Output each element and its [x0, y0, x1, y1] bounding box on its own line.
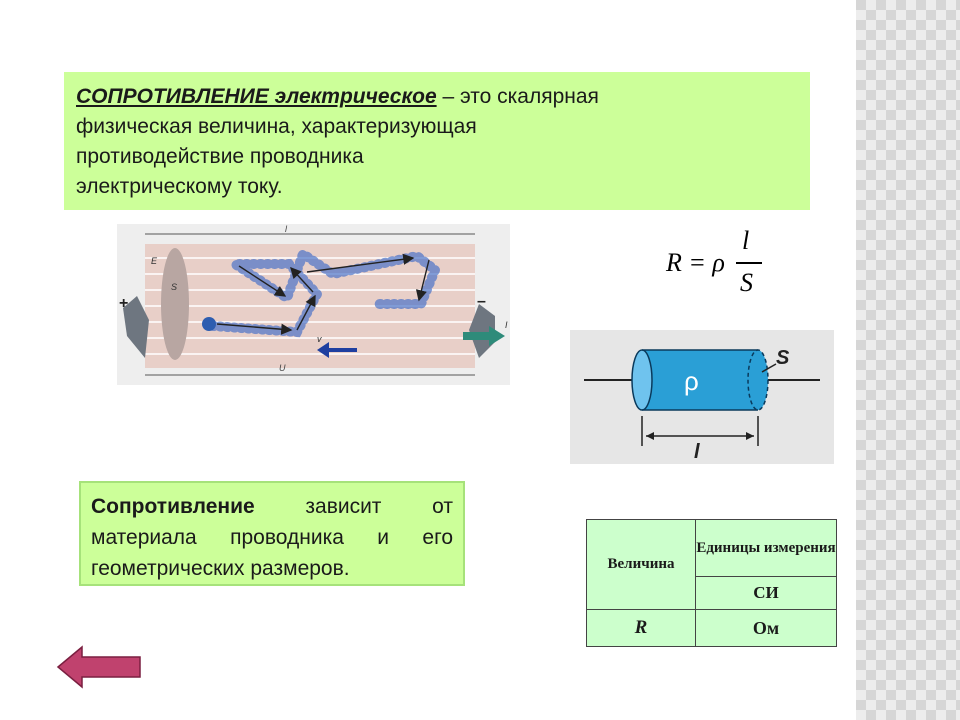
definition-line-4: электрическому току.	[76, 175, 283, 198]
formula-denominator: S	[740, 268, 753, 297]
current-label: I	[505, 320, 508, 330]
cylinder-length-label: l	[694, 441, 700, 463]
definition-rest: – это скалярная	[436, 85, 599, 108]
definition-line-1: СОПРОТИВЛЕНИЕ электрическое – это скаляр…	[76, 82, 798, 112]
rho-label: ρ	[684, 366, 699, 396]
definition-box: СОПРОТИВЛЕНИЕ электрическое – это скаляр…	[64, 72, 810, 210]
dependency-box: Сопротивление зависит от материала прово…	[79, 481, 465, 586]
unit-cell: Ом	[695, 609, 837, 647]
formula-fraction-bar	[736, 262, 762, 264]
units-table: Величина Единицы измерения СИ R Ом	[586, 519, 837, 647]
definition-term: СОПРОТИВЛЕНИЕ электрическое	[76, 85, 437, 108]
system-cell: СИ	[695, 576, 837, 610]
cylinder-illustration: ρ S l	[570, 330, 834, 464]
plus-sign: +	[119, 295, 128, 312]
formula-lhs: R = ρ	[666, 248, 725, 277]
definition-line-3: противодействие проводника	[76, 145, 364, 168]
symbol-cell: R	[586, 609, 696, 647]
area-label: S	[171, 282, 177, 292]
dependency-rest: зависит от материала проводника и его ге…	[91, 495, 453, 580]
formula-numerator: l	[742, 226, 750, 255]
cross-section-label: S	[776, 347, 790, 369]
units-header: Единицы измерения	[695, 519, 837, 577]
conductor-illustration: l S E v U I + –	[117, 224, 510, 385]
minus-sign: –	[477, 293, 486, 310]
velocity-label: v	[317, 334, 322, 344]
side-decoration	[856, 0, 960, 720]
voltage-label: U	[279, 363, 286, 373]
field-label: E	[151, 256, 158, 266]
resistance-formula: R = ρ l S	[662, 226, 772, 304]
dependency-bold: Сопротивление	[91, 495, 255, 518]
length-label: l	[285, 224, 288, 234]
back-arrow-icon[interactable]	[56, 645, 144, 689]
quantity-header: Величина	[586, 519, 696, 610]
definition-line-2: физическая величина, характеризующая	[76, 115, 477, 138]
